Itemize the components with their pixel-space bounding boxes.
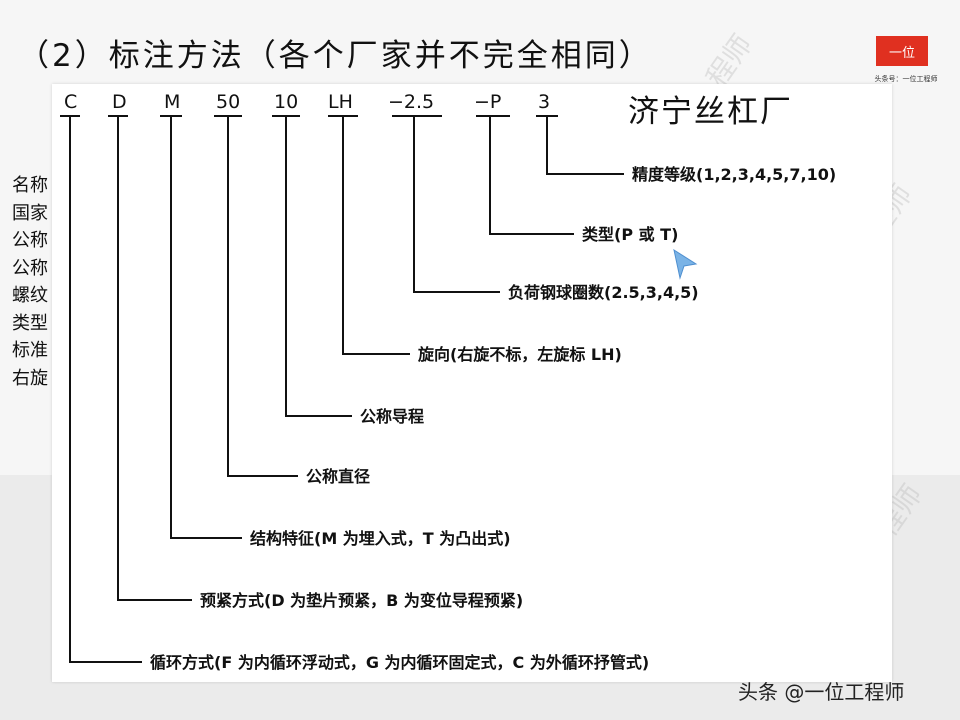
- code-lh: LH: [328, 91, 353, 113]
- leader-balls: [413, 116, 500, 293]
- left-text-line: 类型: [12, 312, 48, 334]
- code-m: M: [164, 91, 180, 113]
- factory-name: 济宁丝杠厂: [628, 94, 793, 130]
- leader-diameter: [227, 116, 298, 477]
- brand-logo: 一位: [876, 36, 928, 66]
- leader-preload: [117, 116, 192, 601]
- code-d: D: [112, 91, 127, 113]
- left-text-column: 名称 国家 公称 公称 螺纹 类型 标准 右旋: [12, 172, 58, 392]
- code-type: −P: [474, 91, 501, 113]
- logo-caption: 头条号：一位工程师: [874, 75, 938, 83]
- code-c: C: [64, 91, 77, 113]
- designation-diagram: C D M 50 10 LH −2.5 −P 3 济宁丝杠厂 精度等级(1,2,…: [52, 84, 892, 682]
- label-hand: 旋向(右旋不标，左旋标 LH): [417, 345, 622, 364]
- leader-circulation: [69, 116, 142, 663]
- leader-type: [489, 116, 574, 235]
- footer-credit: 头条 @一位工程师: [738, 680, 905, 704]
- leader-hand: [342, 116, 410, 355]
- label-type: 类型(P 或 T): [582, 225, 678, 244]
- label-precision-grade: 精度等级(1,2,3,4,5,7,10): [632, 165, 836, 184]
- code-grade: 3: [538, 91, 550, 113]
- left-text-line: 螺纹: [12, 285, 48, 306]
- slide-title: （2）标注方法（各个厂家并不完全相同）: [18, 38, 653, 74]
- label-structure: 结构特征(M 为埋入式，T 为凸出式): [249, 529, 511, 548]
- leader-structure: [170, 116, 242, 539]
- label-ball-circuits: 负荷钢球圈数(2.5,3,4,5): [508, 283, 699, 302]
- leader-lead: [285, 116, 352, 417]
- leader-grade: [546, 116, 624, 175]
- label-nominal-lead: 公称导程: [360, 407, 424, 426]
- label-nominal-diameter: 公称直径: [306, 467, 370, 486]
- code-lead-offset: −2.5: [388, 91, 434, 113]
- pointer-icon: [673, 248, 698, 280]
- left-text-line: 右旋: [12, 367, 48, 389]
- label-preload: 预紧方式(D 为垫片预紧，B 为变位导程预紧): [200, 591, 523, 610]
- code-50: 50: [216, 91, 240, 113]
- code-10: 10: [274, 91, 298, 113]
- left-text-line: 公称: [12, 257, 48, 279]
- left-text-line: 公称: [12, 230, 48, 251]
- left-text-line: 国家: [12, 202, 48, 224]
- label-circulation: 循环方式(F 为内循环浮动式，G 为内循环固定式，C 为外循环抒管式): [150, 653, 649, 672]
- left-text-line: 名称: [12, 175, 48, 196]
- left-text-line: 标准: [12, 340, 48, 361]
- diagram-svg: C D M 50 10 LH −2.5 −P 3 济宁丝杠厂 精度等级(1,2,…: [60, 91, 836, 672]
